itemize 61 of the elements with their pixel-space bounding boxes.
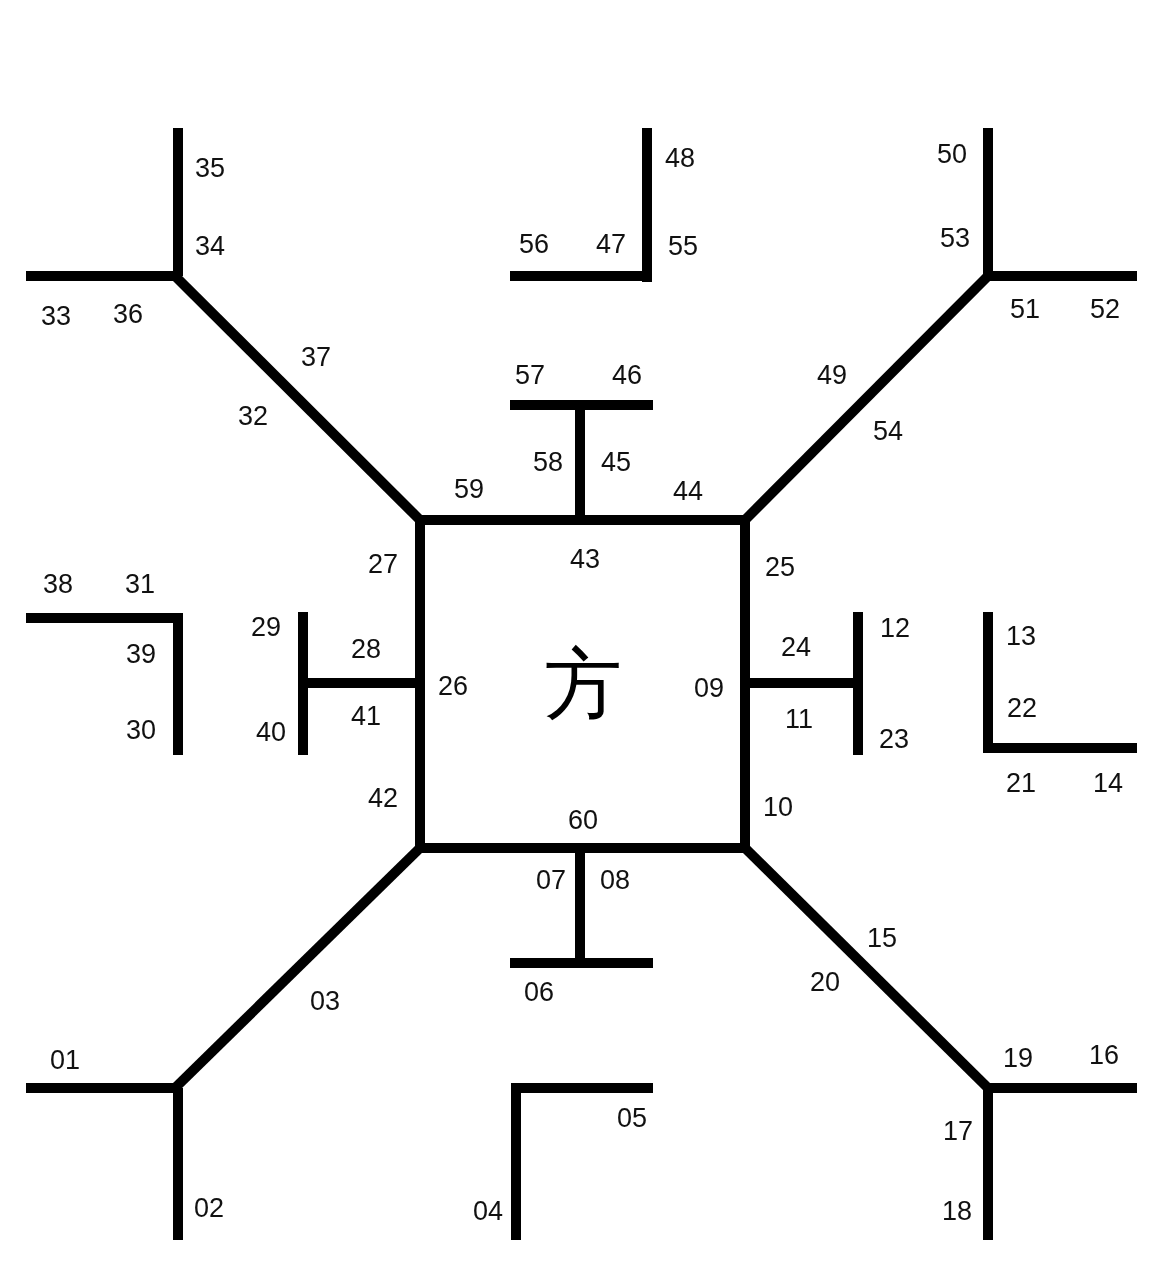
- number-label: 59: [454, 475, 484, 503]
- number-label: 51: [1010, 295, 1040, 323]
- number-label: 13: [1006, 622, 1036, 650]
- number-label: 35: [195, 154, 225, 182]
- number-label: 10: [763, 793, 793, 821]
- number-label: 37: [301, 343, 331, 371]
- number-label: 19: [1003, 1044, 1033, 1072]
- number-label: 52: [1090, 295, 1120, 323]
- number-label: 39: [126, 640, 156, 668]
- number-label: 43: [570, 545, 600, 573]
- number-label: 23: [879, 725, 909, 753]
- number-label: 17: [943, 1117, 973, 1145]
- number-label: 60: [568, 806, 598, 834]
- number-label: 47: [596, 230, 626, 258]
- number-label: 48: [665, 144, 695, 172]
- number-label: 22: [1007, 694, 1037, 722]
- number-label: 40: [256, 718, 286, 746]
- number-label: 58: [533, 448, 563, 476]
- number-label: 16: [1089, 1041, 1119, 1069]
- number-label: 12: [880, 614, 910, 642]
- character-label: 方: [543, 645, 622, 723]
- number-label: 45: [601, 448, 631, 476]
- number-label: 15: [867, 924, 897, 952]
- number-label: 36: [113, 300, 143, 328]
- number-label: 03: [310, 987, 340, 1015]
- number-label: 53: [940, 224, 970, 252]
- number-label: 28: [351, 635, 381, 663]
- number-label: 50: [937, 140, 967, 168]
- number-label: 25: [765, 553, 795, 581]
- number-label: 05: [617, 1104, 647, 1132]
- number-label: 04: [473, 1197, 503, 1225]
- number-label: 54: [873, 417, 903, 445]
- number-label: 06: [524, 978, 554, 1006]
- number-label: 46: [612, 361, 642, 389]
- number-label: 11: [785, 705, 813, 733]
- number-label: 02: [194, 1194, 224, 1222]
- number-label: 31: [125, 570, 155, 598]
- number-label: 27: [368, 550, 398, 578]
- number-label: 44: [673, 477, 703, 505]
- number-label: 20: [810, 968, 840, 996]
- number-label: 18: [942, 1197, 972, 1225]
- number-label: 56: [519, 230, 549, 258]
- number-label: 49: [817, 361, 847, 389]
- number-label: 14: [1093, 769, 1123, 797]
- number-label: 08: [600, 866, 630, 894]
- number-label: 55: [668, 232, 698, 260]
- number-label: 29: [251, 613, 281, 641]
- number-label: 24: [781, 633, 811, 661]
- number-label: 07: [536, 866, 566, 894]
- number-label: 38: [43, 570, 73, 598]
- number-label: 09: [694, 674, 724, 702]
- number-label: 30: [126, 716, 156, 744]
- number-label: 21: [1006, 769, 1036, 797]
- number-label: 34: [195, 232, 225, 260]
- number-label: 33: [41, 302, 71, 330]
- number-label: 26: [438, 672, 468, 700]
- number-label: 57: [515, 361, 545, 389]
- number-label: 41: [351, 702, 381, 730]
- number-label: 42: [368, 784, 398, 812]
- number-label: 32: [238, 402, 268, 430]
- number-label: 01: [50, 1046, 80, 1074]
